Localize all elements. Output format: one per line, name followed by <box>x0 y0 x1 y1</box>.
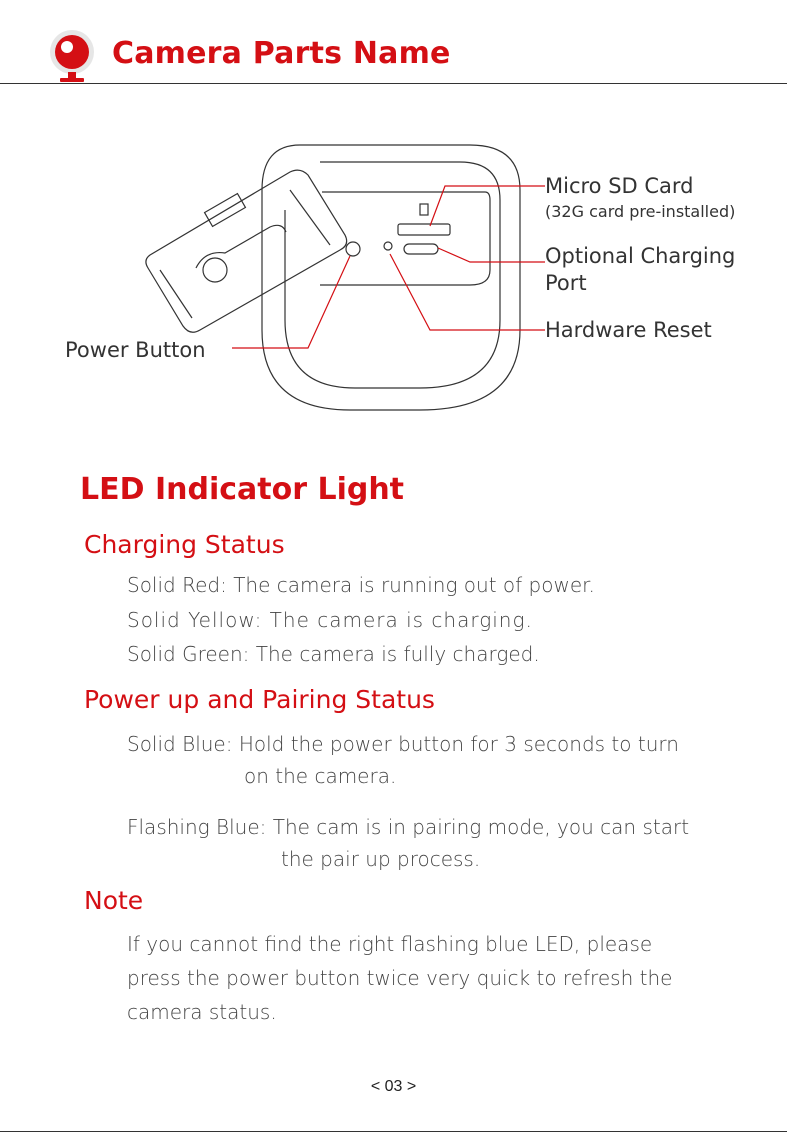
leader-power <box>232 255 351 349</box>
compartment <box>320 191 491 286</box>
opened-cover <box>145 169 348 333</box>
charging-status-green: Solid Green: The camera is fully charged… <box>127 642 540 666</box>
charging-status-red: Solid Red: The camera is running out of … <box>127 573 595 597</box>
callout-micro-sd: Micro SD Card <box>545 174 694 198</box>
note-line: If you cannot find the right flashing bl… <box>127 932 653 956</box>
sd-icon <box>419 203 429 216</box>
leader-charging <box>437 247 545 263</box>
camera-body-inner <box>284 161 501 389</box>
camera-parts-diagram <box>145 144 545 411</box>
header-divider <box>0 83 787 84</box>
callout-charging-port-line2: Port <box>545 271 587 295</box>
page-number: < 03 > <box>370 1078 417 1095</box>
footer-divider <box>0 1131 787 1132</box>
camera-logo-icon <box>50 30 94 82</box>
subheading-note: Note <box>84 886 144 915</box>
reset-hole <box>383 241 393 251</box>
sd-slot <box>397 223 451 236</box>
leader-reset <box>389 253 545 331</box>
callout-power-button: Power Button <box>65 338 206 362</box>
charging-status-yellow: Solid Yellow: The camera is charging. <box>127 608 533 632</box>
note-line: press the power button twice very quick … <box>127 966 673 990</box>
charging-port <box>403 243 439 255</box>
section-title-led: LED Indicator Light <box>80 472 405 507</box>
subheading-charging-status: Charging Status <box>84 530 285 559</box>
camera-body-outline <box>261 144 521 411</box>
pairing-solid-blue: Solid Blue: Hold the power button for 3 … <box>127 732 679 756</box>
callout-micro-sd-note: (32G card pre-installed) <box>545 202 736 221</box>
pairing-flashing-blue-cont: the pair up process. <box>281 847 481 871</box>
subheading-pairing-status: Power up and Pairing Status <box>84 685 435 714</box>
leader-microsd <box>429 185 545 227</box>
page-title: Camera Parts Name <box>112 36 451 71</box>
pairing-solid-blue-cont: on the camera. <box>244 764 397 788</box>
note-line: camera status. <box>127 1000 277 1024</box>
pairing-flashing-blue: Flashing Blue: The cam is in pairing mod… <box>127 815 690 839</box>
power-button <box>345 241 361 257</box>
callout-hardware-reset: Hardware Reset <box>545 318 712 342</box>
callout-charging-port: Optional Charging <box>545 244 736 268</box>
